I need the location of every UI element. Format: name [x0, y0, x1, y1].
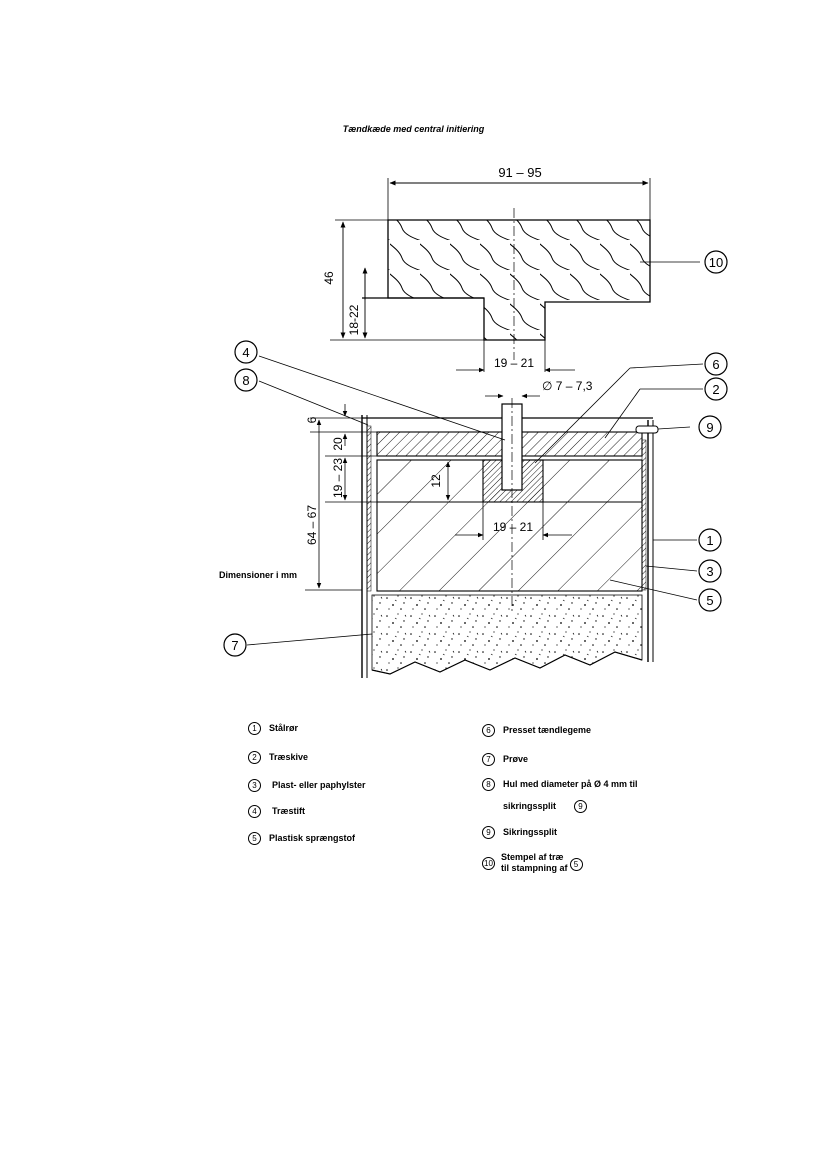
callout-10: 10: [640, 250, 728, 274]
legend-number: 8: [482, 778, 495, 791]
legend-text: Træskive: [269, 752, 309, 762]
callout-9: 9: [698, 415, 722, 439]
legend-text: Hul med diameter på Ø 4 mm til: [503, 779, 638, 789]
svg-text:19 – 21: 19 – 21: [493, 520, 533, 534]
legend-ref: 9: [574, 800, 588, 813]
callout-6: 6: [534, 352, 728, 464]
legend-number: 7: [482, 753, 495, 766]
legend-item-8-line2: sikringssplit 9: [503, 800, 588, 813]
legend-number: 9: [482, 826, 495, 839]
callout-2: 2: [604, 377, 728, 439]
svg-text:2: 2: [712, 382, 719, 397]
legend-item-1: 1 Stålrør: [248, 722, 298, 735]
legend-text: Presset tændlegeme: [503, 725, 592, 735]
legend-item-10: 10 Stempel af træ til stampning af 5: [482, 852, 583, 874]
svg-text:20: 20: [331, 437, 345, 451]
legend-number: 4: [248, 805, 261, 818]
svg-text:6: 6: [712, 357, 719, 372]
legend-item-8: 8 Hul med diameter på Ø 4 mm til: [482, 778, 638, 791]
svg-text:4: 4: [242, 345, 249, 360]
legend-text: Prøve: [503, 754, 529, 764]
dim-stamp-width: 91 – 95: [389, 165, 649, 186]
callout-1: 1: [653, 528, 722, 552]
dim-bore-diameter: ∅ 7 – 7,3: [485, 379, 593, 399]
legend-number: 3: [248, 779, 261, 792]
legend-text: Sikringssplit: [503, 827, 558, 837]
dim-stamp-height: 46: [322, 219, 484, 341]
svg-text:19 – 21: 19 – 21: [494, 356, 534, 370]
svg-text:18-22: 18-22: [347, 304, 361, 335]
legend-item-7: 7 Prøve: [482, 753, 528, 766]
steel-tube: [361, 415, 654, 678]
callout-7: 7: [223, 633, 373, 657]
legend-text: sikringssplit: [503, 801, 557, 811]
legend-text: til stampning af: [501, 863, 568, 873]
svg-text:3: 3: [706, 564, 713, 579]
dim-stamp-stem: 19 – 21: [456, 340, 575, 373]
legend-number: 1: [248, 722, 261, 735]
legend-ref: 5: [569, 858, 583, 871]
legend-text: Plast- eller paphylster: [272, 780, 366, 790]
legend-text-block: Stempel af træ til stampning af 5: [501, 852, 583, 874]
svg-text:8: 8: [242, 373, 249, 388]
legend-item-3: 3 Plast- eller paphylster: [248, 779, 366, 792]
dimension-note: Dimensioner i mm: [219, 570, 298, 580]
svg-text:64 – 67: 64 – 67: [305, 505, 319, 545]
svg-text:6: 6: [305, 416, 319, 423]
svg-text:19 – 23: 19 – 23: [331, 458, 345, 498]
legend-item-2: 2 Træskive: [248, 751, 308, 764]
svg-text:5: 5: [706, 593, 713, 608]
dim-cavity: 12 19 – 21: [429, 459, 572, 540]
svg-text:1: 1: [706, 533, 713, 548]
legend-number: 6: [482, 724, 495, 737]
dim-stamp-step: 18-22: [347, 267, 368, 339]
page-title: Tændkæde med central initiering: [342, 124, 485, 134]
legend-text: Plastisk sprængstof: [269, 833, 356, 843]
svg-text:10: 10: [709, 255, 723, 270]
legend-item-6: 6 Presset tændlegeme: [482, 724, 591, 737]
svg-text:91 – 95: 91 – 95: [498, 165, 541, 180]
callout-5: 5: [609, 579, 722, 612]
dim-left-chain: 6 20 19 – 23 64 – 67: [305, 404, 377, 591]
legend-number: 5: [248, 832, 261, 845]
callout-4: 4: [234, 340, 506, 441]
legend-item-5: 5 Plastisk sprængstof: [248, 832, 355, 845]
svg-text:46: 46: [322, 271, 336, 285]
legend-text: Stålrør: [269, 723, 299, 733]
legend-item-4: 4 Træstift: [248, 805, 305, 818]
svg-text:12: 12: [429, 474, 443, 488]
wooden-stamp: [362, 178, 651, 360]
safety-pin: [635, 425, 691, 434]
sample: [371, 594, 643, 675]
legend-text: Træstift: [272, 806, 306, 816]
legend-number: 2: [248, 751, 261, 764]
legend-text-line2: til stampning af 5: [501, 858, 583, 874]
legend-item-9: 9 Sikringssplit: [482, 826, 557, 839]
callout-8: 8: [234, 368, 369, 426]
svg-text:∅ 7 – 7,3: ∅ 7 – 7,3: [542, 379, 593, 393]
callout-3: 3: [645, 559, 722, 583]
legend-number: 10: [482, 856, 495, 870]
svg-text:7: 7: [231, 638, 238, 653]
svg-text:9: 9: [706, 420, 713, 435]
legend-text: Stempel af træ: [501, 852, 564, 862]
